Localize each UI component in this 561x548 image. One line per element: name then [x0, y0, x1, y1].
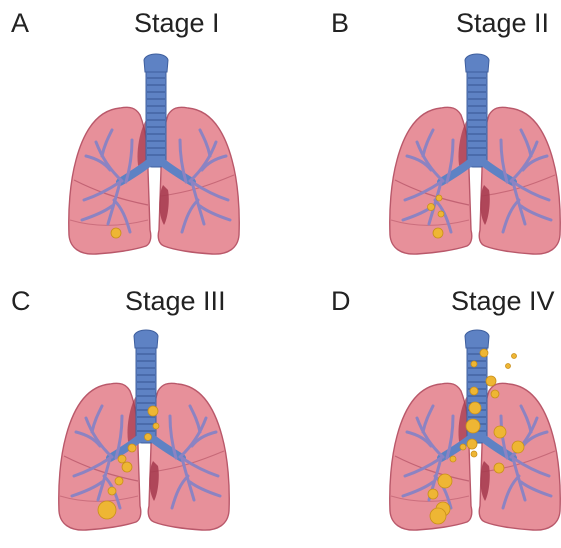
tumor: [471, 451, 477, 457]
panel-title: Stage II: [456, 8, 549, 39]
tumor: [491, 390, 499, 398]
tumor: [512, 354, 517, 359]
tumor: [153, 423, 159, 429]
panel-c: C Stage III: [0, 274, 280, 548]
tumor: [118, 455, 126, 463]
tumor: [469, 402, 481, 414]
tumor: [111, 228, 121, 238]
tumor: [494, 426, 506, 438]
tumor: [494, 463, 504, 473]
tumor: [438, 211, 444, 217]
lungs-illustration: [381, 50, 561, 265]
tumor: [450, 456, 456, 462]
tumor-group: [111, 228, 121, 238]
panel-d: D Stage IV: [281, 274, 561, 548]
lungs-and-trachea: [390, 54, 560, 254]
panel-letter: D: [331, 286, 351, 317]
tumor: [506, 364, 511, 369]
tumor: [433, 228, 443, 238]
tumor: [486, 376, 496, 386]
panel-b: B Stage II: [281, 0, 561, 274]
tumor: [108, 487, 116, 495]
tumor: [430, 508, 446, 524]
tumor: [145, 434, 152, 441]
tumor: [470, 387, 478, 395]
tumor: [128, 444, 136, 452]
tumor: [466, 419, 480, 433]
tumor: [428, 204, 435, 211]
lungs-and-trachea: [59, 330, 229, 530]
tumor: [480, 349, 488, 357]
tumor: [148, 406, 158, 416]
tumor: [438, 474, 452, 488]
lungs-and-trachea: [69, 54, 239, 254]
panel-letter: B: [331, 8, 349, 39]
panel-letter: A: [11, 8, 29, 39]
tumor: [98, 501, 116, 519]
panel-a: A Stage I: [0, 0, 280, 274]
tumor: [436, 195, 442, 201]
tumor: [122, 462, 132, 472]
panel-letter: C: [11, 286, 31, 317]
tumor: [428, 489, 438, 499]
tumor: [512, 441, 524, 453]
panel-title: Stage IV: [451, 286, 555, 317]
tumor: [460, 444, 466, 450]
tumor: [471, 361, 477, 367]
lungs-illustration: [50, 326, 240, 541]
panel-title: Stage I: [134, 8, 220, 39]
tumor: [115, 477, 123, 485]
panel-title: Stage III: [125, 286, 226, 317]
tumor: [467, 439, 477, 449]
lungs-illustration: [381, 326, 561, 541]
lungs-illustration: [60, 50, 250, 265]
